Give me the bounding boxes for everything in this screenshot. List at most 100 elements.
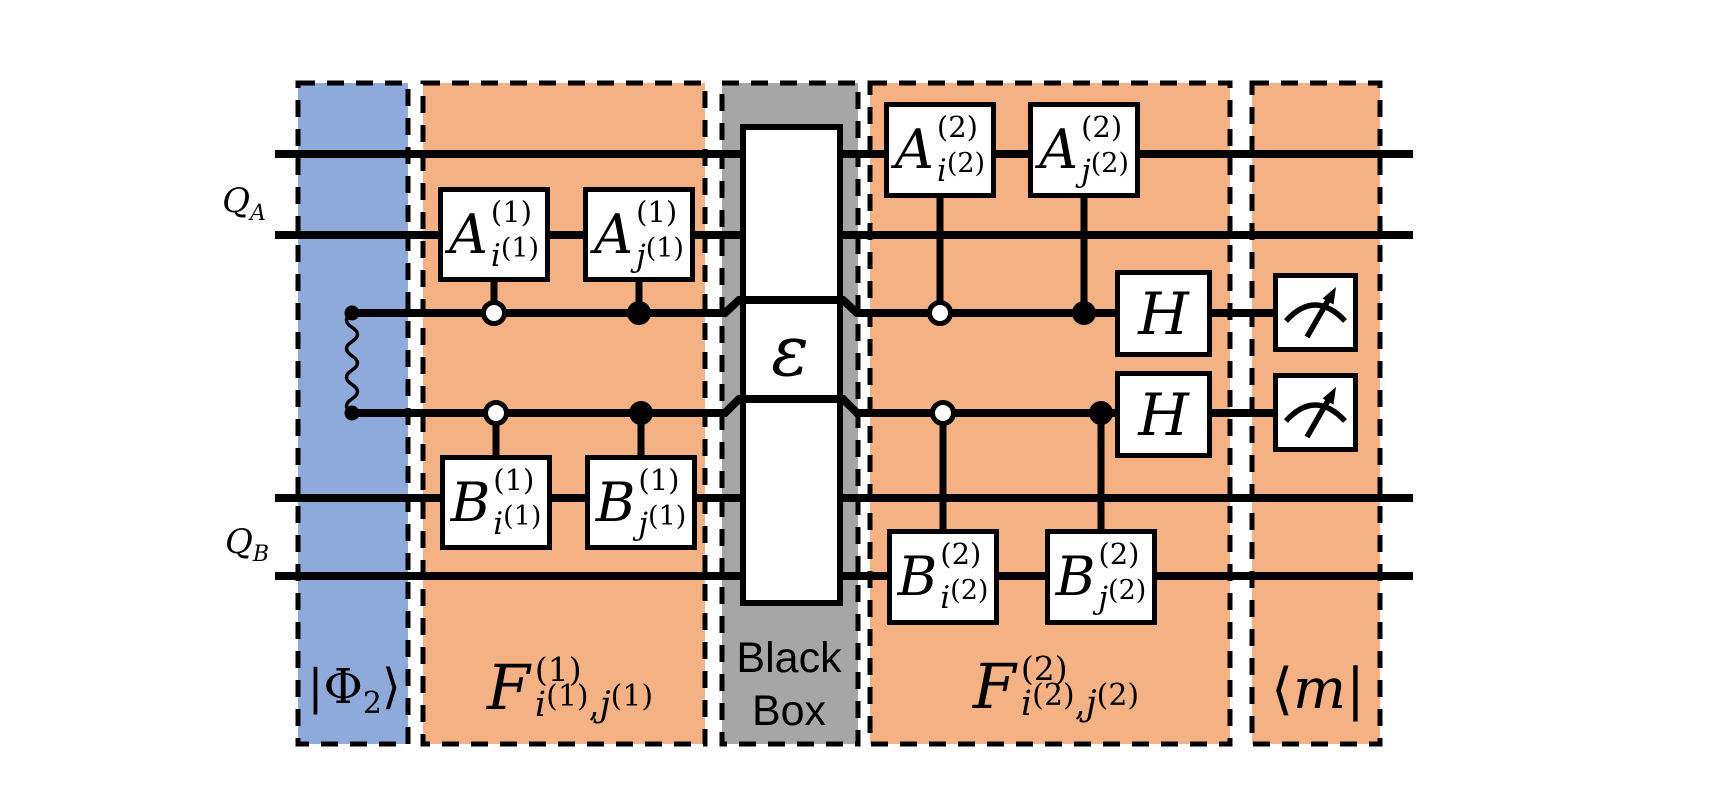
gate-sub-superscript: (1): [645, 232, 684, 264]
gate-b-j2: B(2) j(2): [1045, 529, 1157, 625]
open-control-a-i2: [927, 300, 953, 326]
meter-ancilla-a: [1273, 273, 1358, 352]
gate-superscript: (2): [940, 537, 982, 571]
filled-control-b-j2: [1089, 401, 1113, 425]
frame1-sub-i-sup: (1): [546, 679, 589, 714]
frame1-comma: ,: [588, 685, 600, 725]
open-control-a-i1: [481, 300, 507, 326]
epsilon-channel-box: [740, 124, 843, 606]
frame2-sub-j: j: [1085, 684, 1097, 724]
gate-b-i1: B(1) i(1): [440, 455, 552, 550]
frame2-superscript: (2): [1020, 649, 1068, 688]
gate-a-j2-label: A(2)j(2): [1039, 113, 1129, 187]
entanglement-squiggle: [344, 311, 360, 415]
frame1-subscript: i(1),j(1): [534, 682, 653, 725]
gate-sub-superscript: (2): [1090, 148, 1129, 179]
gate-subscript: j(2): [1098, 577, 1146, 614]
gate-subscript: i(2): [940, 577, 988, 616]
frame1-letter: F: [486, 651, 530, 724]
gate-sub-superscript: (1): [500, 232, 540, 264]
label-qb: QB: [224, 522, 269, 566]
gate-letter: A: [1039, 118, 1079, 181]
gate-b-j2-label: B(2) j(2): [1056, 540, 1147, 614]
filled-control-b-j1: [629, 401, 653, 425]
label-entangled-state: |Φ2⟩: [307, 663, 400, 719]
gate-b-i2-label: B(2) i(2): [898, 540, 989, 614]
gate-scripts: (1)j(1): [636, 194, 684, 274]
gate-sub-letter: i: [940, 580, 951, 616]
gauge-needle-arrowhead: [1322, 287, 1336, 305]
gate-sub-letter: i: [490, 237, 501, 274]
label-black-box: Black Box: [736, 632, 841, 738]
gate-superscript: (2): [1081, 110, 1123, 144]
gate-letter: B: [595, 470, 636, 534]
gate-a-j1-label: A(1)j(1): [594, 194, 684, 274]
gate-sub-letter: j: [1081, 153, 1091, 189]
frame1-sub-i: i: [534, 685, 547, 725]
frame2-comma: ,: [1074, 684, 1086, 724]
black-box-line1: Black: [736, 634, 842, 682]
gate-sub-superscript: (1): [648, 500, 687, 532]
gate-b-i1-label: B(1) i(1): [450, 462, 542, 540]
gate-a-i1-label: A(1)i(1): [448, 194, 539, 274]
gate-sub-letter: i: [936, 153, 947, 189]
frame1-scripts: (1)i(1),j(1): [535, 653, 653, 723]
qb-letter: Q: [224, 522, 253, 562]
frame1-sub-j-sup: (1): [610, 679, 654, 714]
label-frame1: F(1)i(1),j(1): [487, 653, 653, 723]
gate-a-i2: A(2)i(2): [884, 102, 996, 198]
gate-superscript: (1): [636, 194, 678, 229]
ket-open: |Φ: [307, 659, 363, 715]
gate-a-j1: A(1)j(1): [583, 187, 695, 282]
qb-subscript: B: [252, 542, 270, 567]
measurement-gauge-icon: [1283, 387, 1348, 439]
gate-subscript: i(1): [490, 235, 539, 274]
gate-superscript: (1): [490, 194, 532, 229]
open-control-b-i2: [930, 400, 956, 426]
phi-subscript: 2: [362, 686, 382, 721]
gate-hadamard-ancilla-b: H: [1115, 371, 1212, 458]
gate-letter: B: [1055, 545, 1096, 608]
frame2-sub-j-sup: (2): [1096, 678, 1140, 713]
wire-ancilla-b: [352, 395, 1275, 417]
gate-subscript: j(1): [638, 503, 686, 540]
gate-sub-letter: j: [636, 237, 646, 274]
gate-superscript: (1): [493, 462, 535, 497]
gate-letter: A: [594, 202, 634, 266]
gate-a-j2: A(2)j(2): [1028, 102, 1140, 198]
frame2-letter: F: [972, 650, 1016, 723]
gate-a-i1: A(1)i(1): [438, 187, 550, 282]
gate-sub-superscript: (2): [946, 148, 986, 179]
gate-letter: A: [894, 118, 934, 181]
gauge-arc: [1283, 302, 1348, 323]
frame1-formula: F(1)i(1),j(1): [487, 653, 653, 723]
gate-subscript: i(2): [936, 150, 985, 189]
meter-ancilla-b: [1273, 373, 1358, 452]
gate-subscript: i(1): [493, 503, 541, 540]
gauge-needle: [1304, 395, 1333, 439]
filled-control-a-j1: [627, 301, 651, 325]
label-epsilon-channel: ε: [771, 316, 809, 386]
gate-letter: A: [448, 202, 488, 266]
qa-subscript: A: [249, 201, 266, 226]
gauge-arc: [1283, 402, 1348, 423]
measurement-gauge-icon: [1283, 287, 1348, 339]
gate-b-j1: B(1)j(1): [585, 455, 697, 550]
gate-scripts: (1)i(1): [490, 194, 539, 274]
black-box-line2: Box: [751, 687, 827, 735]
qa-letter: Q: [222, 181, 250, 221]
label-frame2: F(2)i(2),j(2): [973, 652, 1139, 722]
gate-scripts: (2)i(2): [937, 113, 985, 187]
gate-scripts: (2) j(2): [1098, 540, 1146, 614]
gate-superscript: (2): [936, 110, 978, 144]
gate-letter: B: [450, 470, 491, 534]
gate-scripts: (2) i(2): [940, 540, 988, 614]
gate-a-i2-label: A(2)i(2): [895, 113, 985, 187]
gate-letter: B: [897, 545, 938, 608]
gate-superscript: (2): [1098, 537, 1140, 571]
hadamard-letter: H: [1138, 380, 1189, 449]
frame1-superscript: (1): [534, 650, 582, 689]
gate-superscript: (1): [638, 462, 680, 497]
gate-hadamard-ancilla-a: H: [1115, 270, 1212, 357]
label-measurement-bra: ⟨m|: [1271, 662, 1365, 718]
